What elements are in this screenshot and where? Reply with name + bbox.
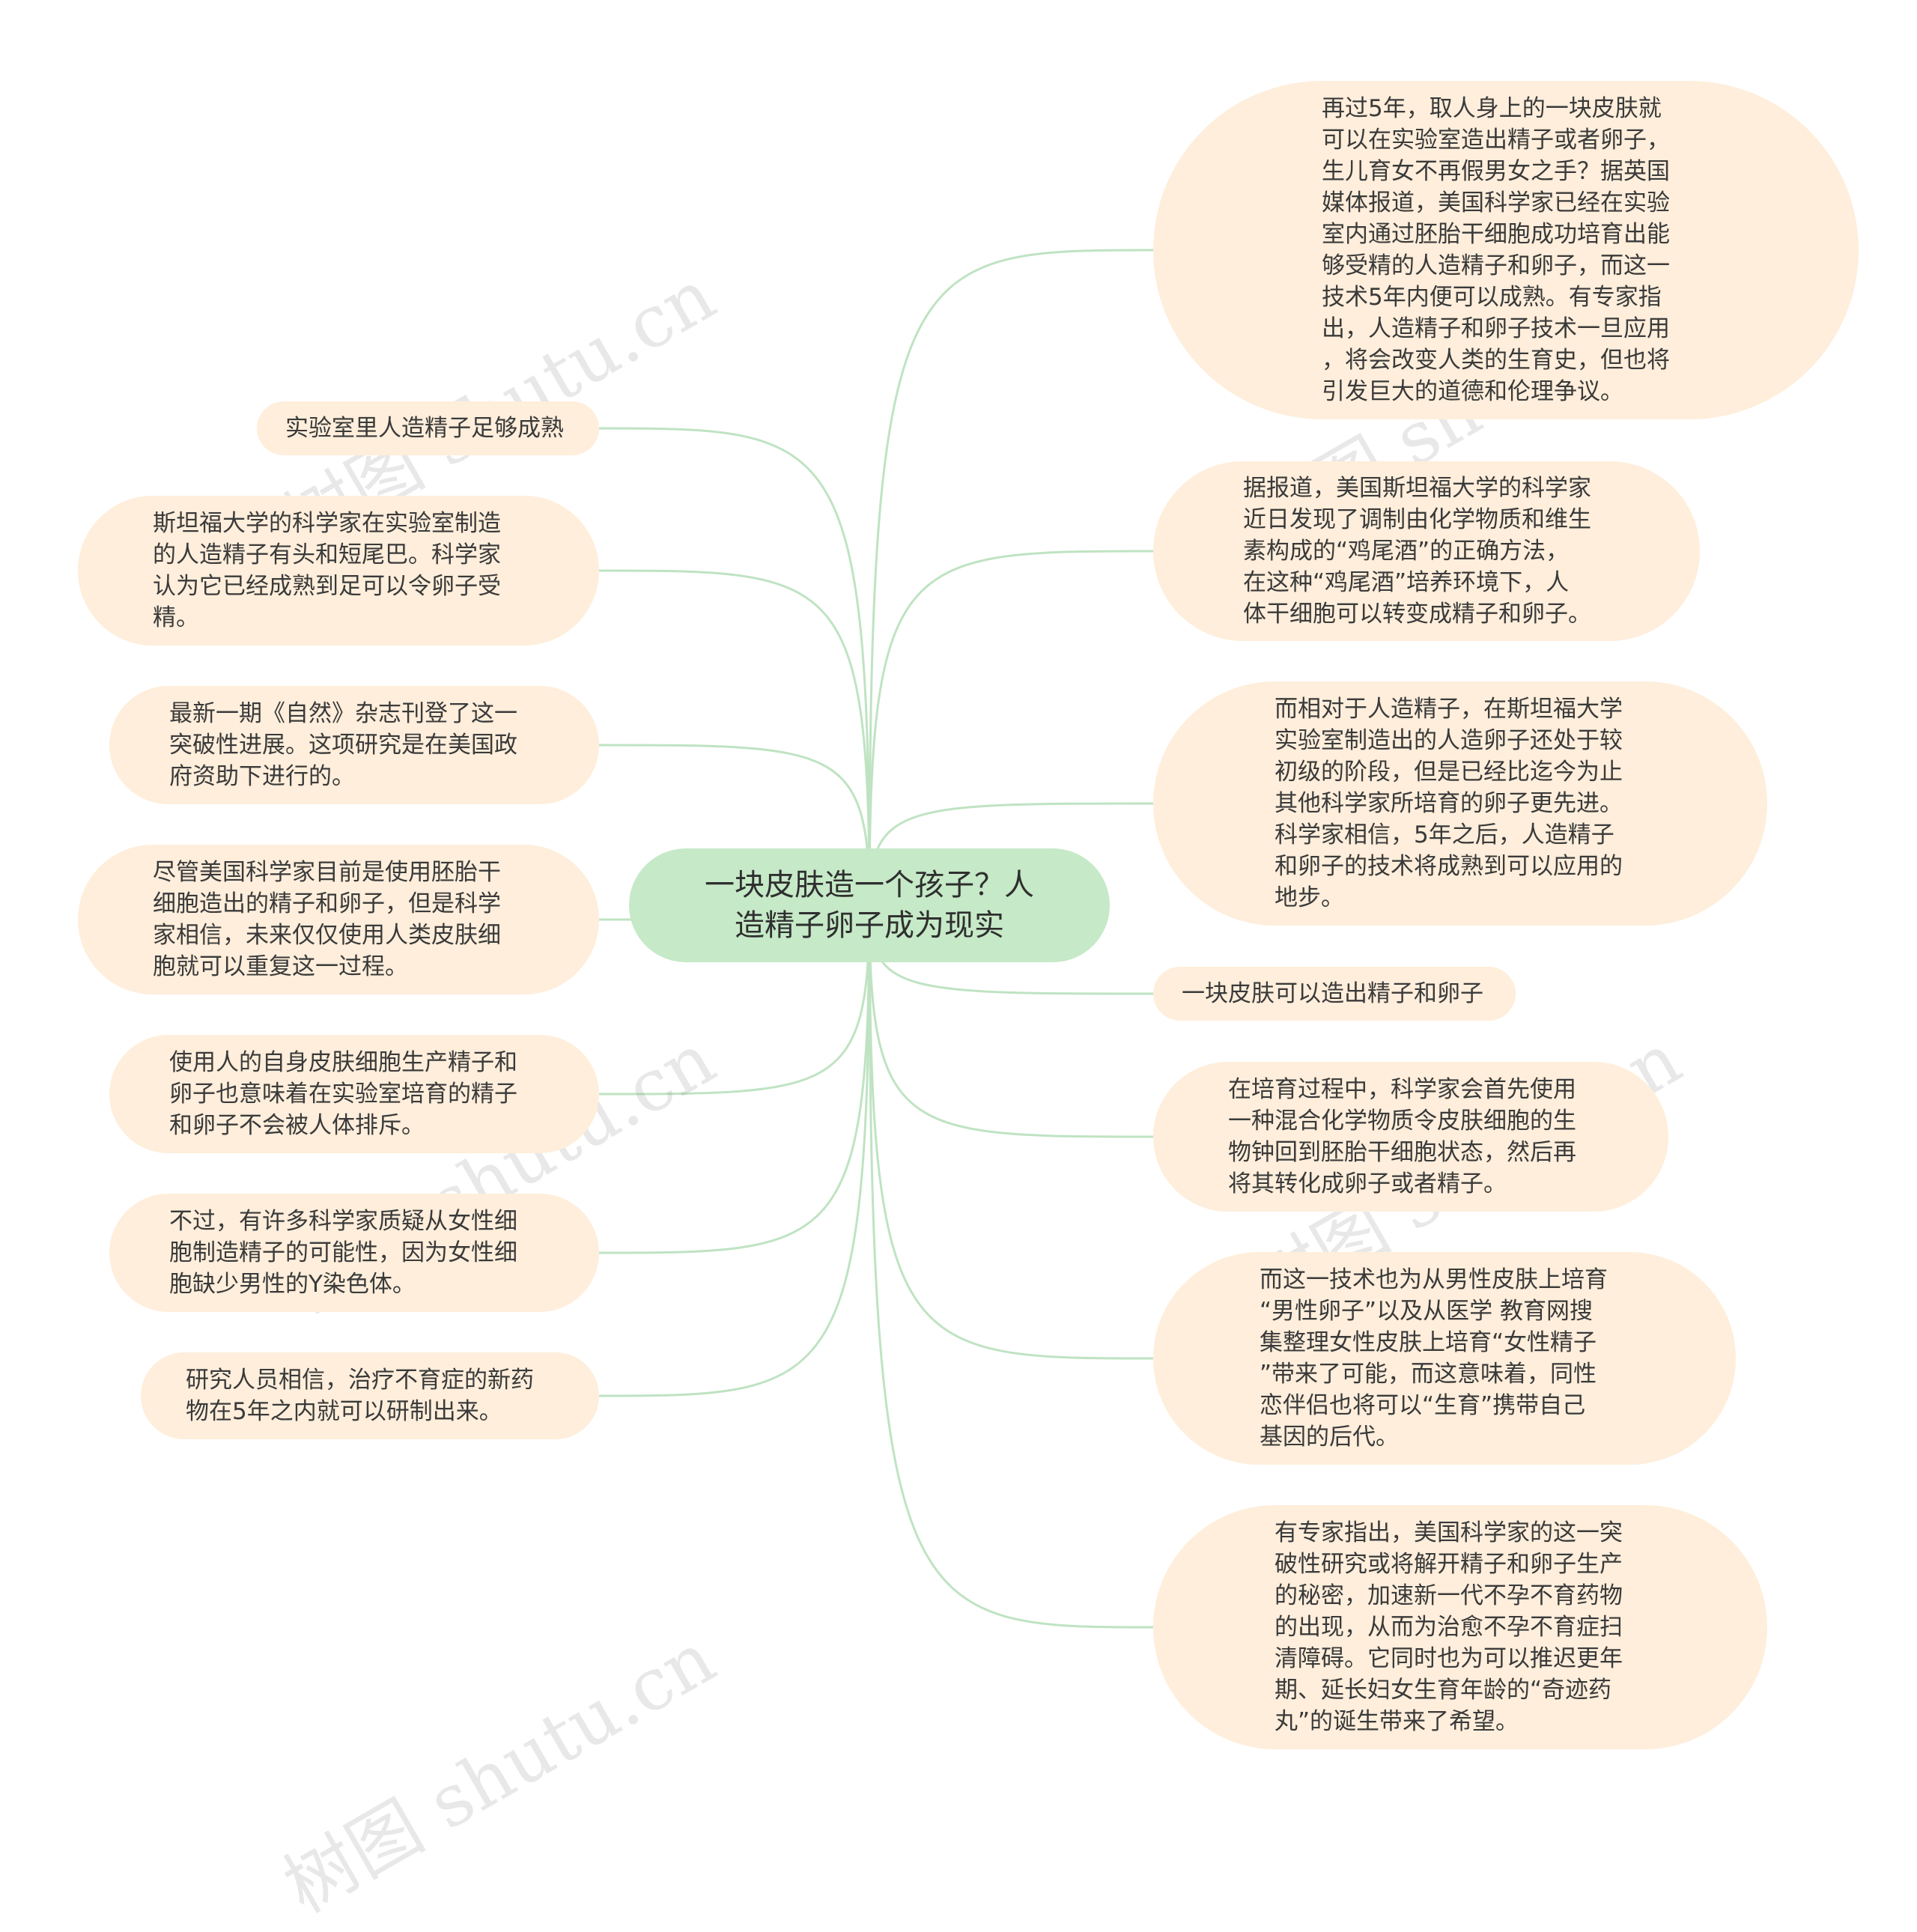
node-label: 而相对于人造精子，在斯坦福大学 实验室制造出的人造卵子还处于较 初级的阶段，但是… <box>1275 696 1623 911</box>
left-node[interactable]: 实验室里人造精子足够成熟 <box>257 401 599 455</box>
connector-line <box>598 569 871 906</box>
right-node[interactable]: 有专家指出，美国科学家的这一突 破性研究或将解开精子和卵子生产 的秘密，加速新一… <box>1153 1505 1767 1749</box>
right-node[interactable]: 而这一技术也为从男性皮肤上培育 “男性卵子”以及从医学 教育网搜 集整理女性皮肤… <box>1153 1252 1736 1465</box>
connector-line <box>868 905 1154 1629</box>
right-node[interactable]: 一块皮肤可以造出精子和卵子 <box>1153 967 1516 1021</box>
connector-line <box>868 905 1154 1138</box>
node-label: 斯坦福大学的科学家在实验室制造 的人造精子有头和短尾巴。科学家 认为它已经成熟到… <box>153 510 501 631</box>
connector-line <box>598 905 871 1397</box>
node-label: 不过，有许多科学家质疑从女性细 胞制造精子的可能性，因为女性细 胞缺少男性的Y染… <box>169 1208 517 1298</box>
node-label: 在培育过程中，科学家会首先使用 一种混合化学物质令皮肤细胞的生 物钟回到胚胎干细… <box>1228 1076 1576 1197</box>
left-node[interactable]: 最新一期《自然》杂志刊登了这一 突破性进展。这项研究是在美国政 府资助下进行的。 <box>109 686 599 804</box>
connector-line <box>598 427 871 906</box>
connector-line <box>598 905 871 1096</box>
left-node[interactable]: 尽管美国科学家目前是使用胚胎干 细胞造出的精子和卵子，但是科学 家相信，未来仅仅… <box>78 845 599 994</box>
node-label: 有专家指出，美国科学家的这一突 破性研究或将解开精子和卵子生产 的秘密，加速新一… <box>1275 1519 1623 1735</box>
right-node[interactable]: 再过5年，取人身上的一块皮肤就 可以在实验室造出精子或者卵子， 生儿育女不再假男… <box>1153 81 1859 419</box>
left-node[interactable]: 不过，有许多科学家质疑从女性细 胞制造精子的可能性，因为女性细 胞缺少男性的Y染… <box>109 1194 599 1312</box>
right-node[interactable]: 据报道，美国斯坦福大学的科学家 近日发现了调制由化学物质和维生 素构成的“鸡尾酒… <box>1153 461 1700 641</box>
left-node[interactable]: 研究人员相信，治疗不育症的新药 物在5年之内就可以研制出来。 <box>141 1352 599 1439</box>
node-label: 据报道，美国斯坦福大学的科学家 近日发现了调制由化学物质和维生 素构成的“鸡尾酒… <box>1243 475 1591 628</box>
node-label: 使用人的自身皮肤细胞生产精子和 卵子也意味着在实验室培育的精子 和卵子不会被人体… <box>169 1049 517 1139</box>
node-label: 再过5年，取人身上的一块皮肤就 可以在实验室造出精子或者卵子， 生儿育女不再假男… <box>1322 95 1670 405</box>
connector-line <box>868 249 1154 906</box>
node-label: 尽管美国科学家目前是使用胚胎干 细胞造出的精子和卵子，但是科学 家相信，未来仅仅… <box>153 859 501 980</box>
connector-line <box>868 905 1154 1360</box>
connector-line <box>598 744 871 906</box>
central-topic-node[interactable]: 一块皮肤造一个孩子？人 造精子卵子成为现实 <box>629 848 1110 962</box>
connector-line <box>598 905 871 1254</box>
right-node[interactable]: 而相对于人造精子，在斯坦福大学 实验室制造出的人造卵子还处于较 初级的阶段，但是… <box>1153 681 1767 926</box>
node-label: 实验室里人造精子足够成熟 <box>285 415 564 442</box>
node-label: 一块皮肤可以造出精子和卵子 <box>1182 980 1483 1007</box>
central-topic-label: 一块皮肤造一个孩子？人 造精子卵子成为现实 <box>705 868 1034 943</box>
node-label: 而这一技术也为从男性皮肤上培育 “男性卵子”以及从医学 教育网搜 集整理女性皮肤… <box>1260 1266 1608 1450</box>
connector-line <box>868 550 1154 906</box>
left-node[interactable]: 使用人的自身皮肤细胞生产精子和 卵子也意味着在实验室培育的精子 和卵子不会被人体… <box>109 1035 599 1153</box>
node-label: 最新一期《自然》杂志刊登了这一 突破性进展。这项研究是在美国政 府资助下进行的。 <box>169 700 517 790</box>
left-node[interactable]: 斯坦福大学的科学家在实验室制造 的人造精子有头和短尾巴。科学家 认为它已经成熟到… <box>78 496 599 645</box>
node-label: 研究人员相信，治疗不育症的新药 物在5年之内就可以研制出来。 <box>186 1367 534 1425</box>
right-node[interactable]: 在培育过程中，科学家会首先使用 一种混合化学物质令皮肤细胞的生 物钟回到胚胎干细… <box>1153 1062 1668 1212</box>
